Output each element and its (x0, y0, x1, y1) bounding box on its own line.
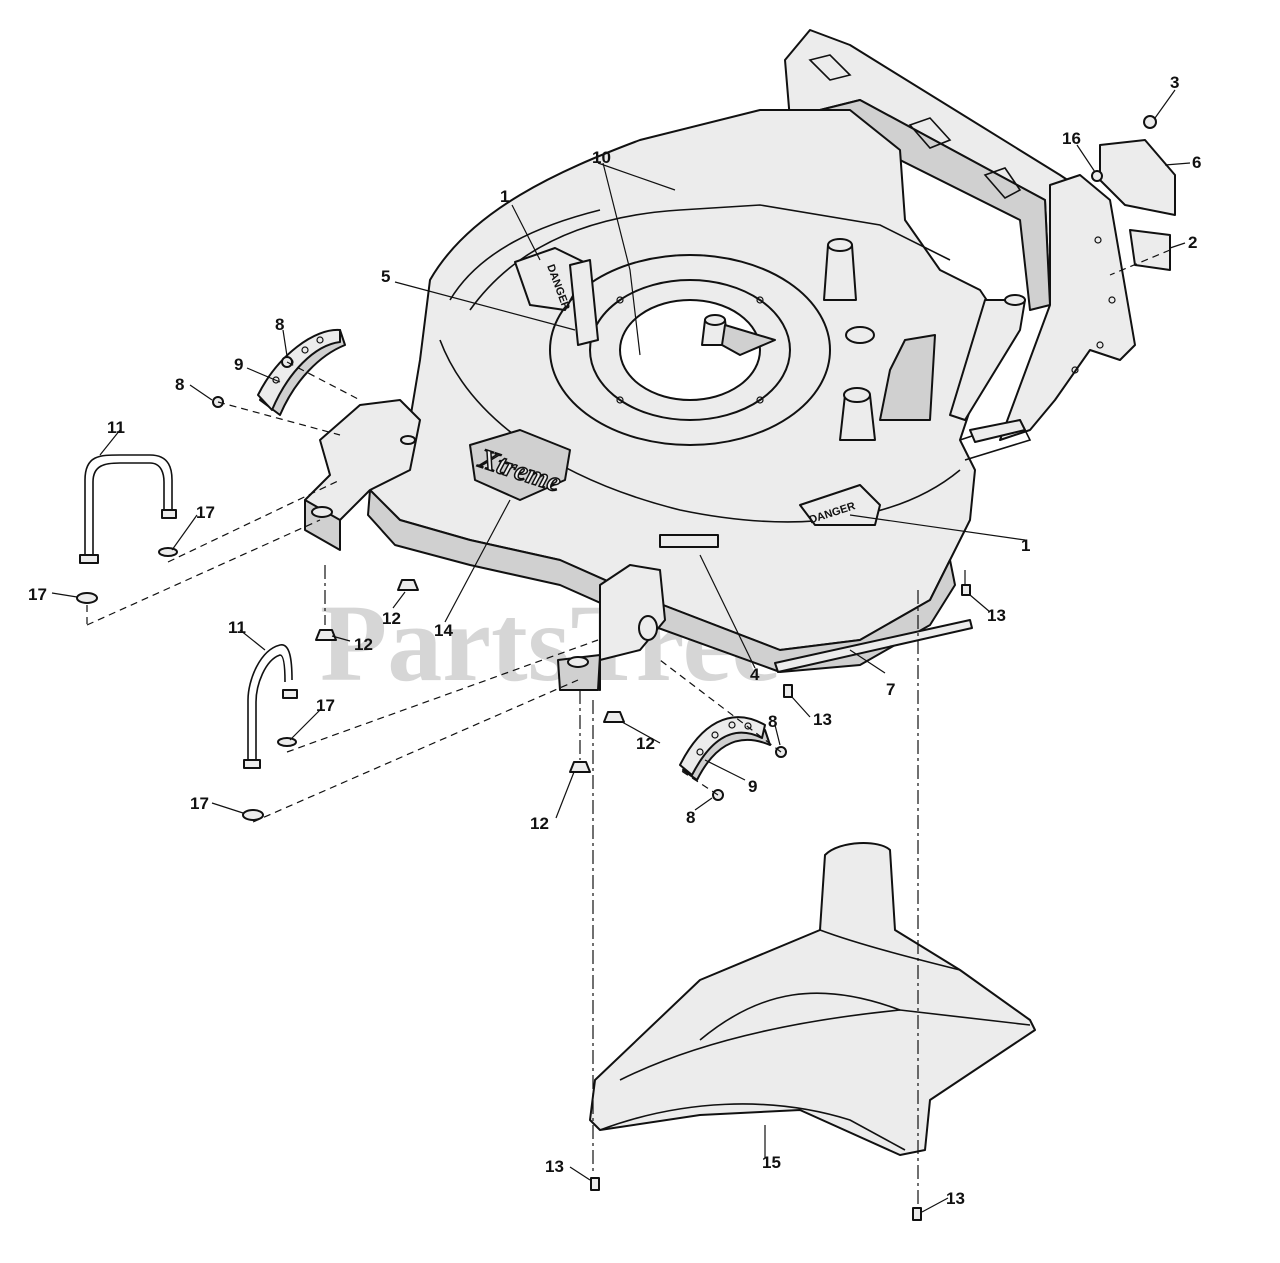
screw-13-b (783, 684, 793, 698)
small-label-front (659, 534, 719, 548)
callout-12-b: 12 (354, 635, 373, 654)
callout-13-c: 13 (545, 1157, 564, 1176)
callout-11-upper: 11 (107, 418, 125, 437)
nut-12-a (397, 579, 419, 591)
callout-6: 6 (1192, 153, 1201, 172)
rear-flap-6 (1099, 139, 1176, 216)
callout-7: 7 (886, 680, 895, 699)
axle-lower (243, 644, 298, 769)
brand-logo-decal: Xtreme (469, 429, 571, 501)
callout-15: 15 (762, 1153, 781, 1172)
adjuster-plate-upper (257, 328, 346, 416)
callout-9-upper: 9 (234, 355, 243, 374)
callout-17-a: 17 (196, 503, 215, 522)
callout-13-a: 13 (987, 606, 1006, 625)
callout-8-top: 8 (275, 315, 284, 334)
nut-12-c (603, 711, 625, 723)
callout-2: 2 (1188, 233, 1197, 252)
adjuster-plate-lower (679, 716, 771, 781)
callout-13-b: 13 (813, 710, 832, 729)
danger-decal-right: DANGER (799, 484, 881, 526)
axle-upper (79, 454, 177, 564)
screw-13-a (961, 584, 971, 596)
callout-12-a: 12 (382, 609, 401, 628)
callout-12-d: 12 (530, 814, 549, 833)
rear-decal-2 (1129, 229, 1171, 271)
callout-1-right: 1 (1021, 536, 1030, 555)
callout-17-d: 17 (190, 794, 209, 813)
callout-5: 5 (381, 267, 390, 286)
callout-3: 3 (1170, 73, 1179, 92)
bolt-3 (1143, 115, 1157, 129)
height-adjuster-front (557, 564, 666, 691)
trim-strip-7 (774, 619, 973, 673)
nut-12-b (315, 629, 337, 641)
small-decal-center (569, 259, 599, 346)
callout-12-c: 12 (636, 734, 655, 753)
callout-17-b: 17 (28, 585, 47, 604)
callout-11-lower: 11 (228, 618, 246, 637)
callout-9-lower: 9 (748, 777, 757, 796)
screw-13-d (912, 1207, 922, 1221)
callout-4: 4 (750, 665, 760, 684)
height-adjuster-left (304, 399, 421, 551)
nut-12-d (569, 761, 591, 773)
screw-13-c (590, 1177, 600, 1191)
callout-8-bottom: 8 (686, 808, 695, 827)
callout-17-c: 17 (316, 696, 335, 715)
washer-17-b (158, 547, 178, 557)
callout-14: 14 (434, 621, 453, 640)
washer-17-d (242, 809, 264, 821)
callout-13-d: 13 (946, 1189, 965, 1208)
callout-8-left: 8 (175, 375, 184, 394)
callout-8-right: 8 (768, 712, 777, 731)
washer-17-c (277, 737, 297, 747)
mulch-plug-15 (589, 842, 1036, 1156)
callout-1-top: 1 (500, 187, 509, 206)
washer-17-a (76, 592, 98, 604)
nut-16 (1091, 170, 1103, 182)
callout-16: 16 (1062, 129, 1081, 148)
callout-10: 10 (592, 148, 611, 167)
